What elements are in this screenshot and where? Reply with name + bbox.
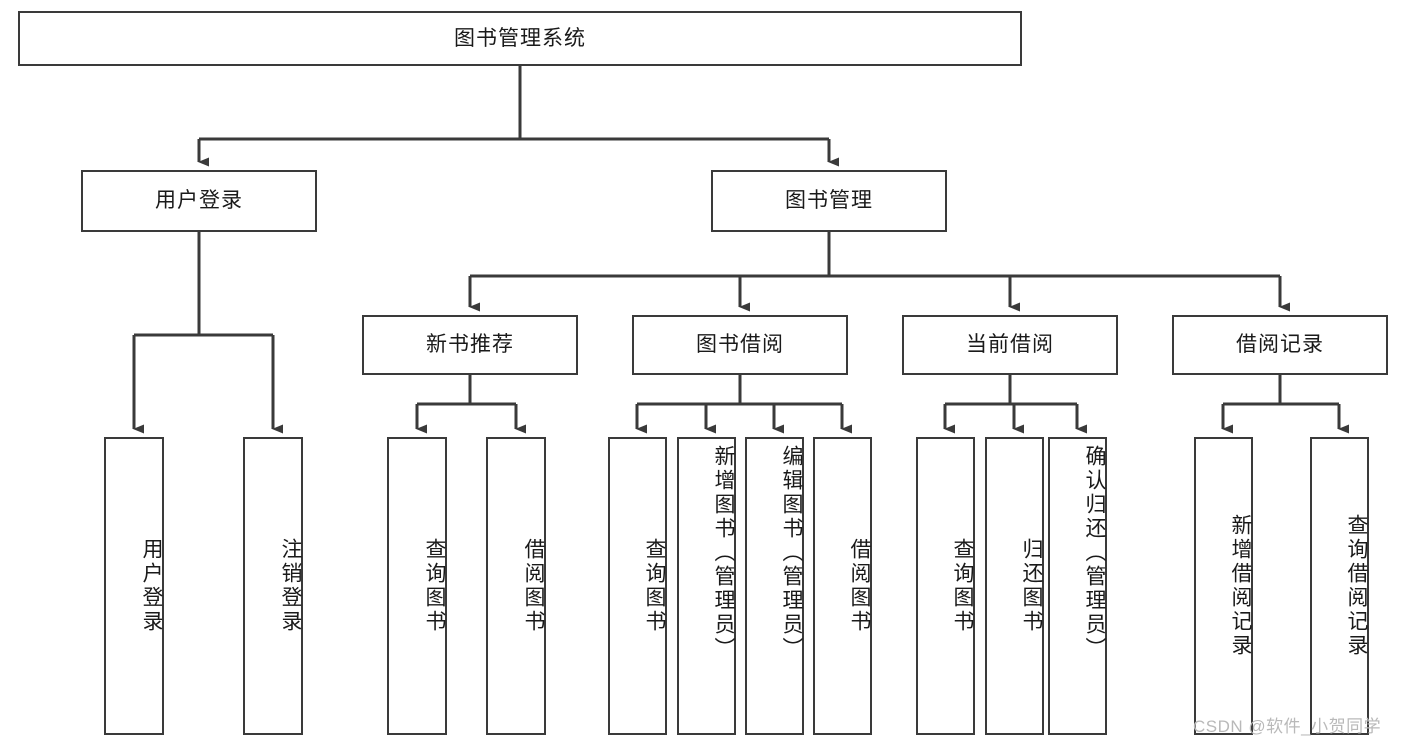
csdn-watermark: CSDN @软件_小贺同学: [1193, 717, 1382, 736]
node-leaf-return-book[interactable]: 归还图书: [985, 437, 1044, 735]
node-leaf-query-record[interactable]: 查询借阅记录: [1310, 437, 1369, 735]
node-leaf-borrow-book-label: 借阅图书: [848, 538, 871, 634]
node-leaf-add-book-label: 新增图书（管理员）: [712, 445, 735, 661]
node-leaf-borrow-book-rec-label: 借阅图书: [522, 538, 545, 634]
node-leaf-query-book-rec[interactable]: 查询图书: [387, 437, 447, 735]
node-leaf-add-record[interactable]: 新增借阅记录: [1194, 437, 1253, 735]
node-book-borrow[interactable]: 图书借阅: [632, 315, 848, 375]
node-leaf-query-book-rec-label: 查询图书: [423, 538, 446, 634]
node-leaf-logout[interactable]: 注销登录: [243, 437, 303, 735]
node-leaf-confirm-return-label: 确认归还（管理员）: [1083, 445, 1106, 661]
node-borrow-record[interactable]: 借阅记录: [1172, 315, 1388, 375]
node-root[interactable]: 图书管理系统: [18, 11, 1022, 66]
node-book-manage[interactable]: 图书管理: [711, 170, 947, 232]
node-user-login-label: 用户登录: [155, 189, 243, 213]
node-new-book-recommend[interactable]: 新书推荐: [362, 315, 578, 375]
node-user-login[interactable]: 用户登录: [81, 170, 317, 232]
node-leaf-query-book-borrow[interactable]: 查询图书: [608, 437, 667, 735]
node-leaf-user-login[interactable]: 用户登录: [104, 437, 164, 735]
node-leaf-query-record-label: 查询借阅记录: [1345, 514, 1368, 658]
node-leaf-confirm-return[interactable]: 确认归还（管理员）: [1048, 437, 1107, 735]
node-current-borrow[interactable]: 当前借阅: [902, 315, 1118, 375]
node-borrow-record-label: 借阅记录: [1236, 333, 1324, 357]
node-book-manage-label: 图书管理: [785, 189, 873, 213]
node-leaf-borrow-book[interactable]: 借阅图书: [813, 437, 872, 735]
node-leaf-add-book[interactable]: 新增图书（管理员）: [677, 437, 736, 735]
node-current-borrow-label: 当前借阅: [966, 333, 1054, 357]
node-book-borrow-label: 图书借阅: [696, 333, 784, 357]
node-leaf-query-book-current[interactable]: 查询图书: [916, 437, 975, 735]
node-leaf-logout-label: 注销登录: [279, 538, 302, 634]
node-leaf-borrow-book-rec[interactable]: 借阅图书: [486, 437, 546, 735]
node-leaf-edit-book[interactable]: 编辑图书（管理员）: [745, 437, 804, 735]
node-new-book-recommend-label: 新书推荐: [426, 333, 514, 357]
node-leaf-edit-book-label: 编辑图书（管理员）: [780, 445, 803, 661]
node-leaf-add-record-label: 新增借阅记录: [1229, 514, 1252, 658]
node-leaf-query-book-current-label: 查询图书: [951, 538, 974, 634]
node-root-label: 图书管理系统: [454, 26, 586, 50]
node-leaf-query-book-borrow-label: 查询图书: [643, 538, 666, 634]
node-leaf-return-book-label: 归还图书: [1020, 538, 1043, 634]
node-leaf-user-login-label: 用户登录: [140, 538, 163, 634]
